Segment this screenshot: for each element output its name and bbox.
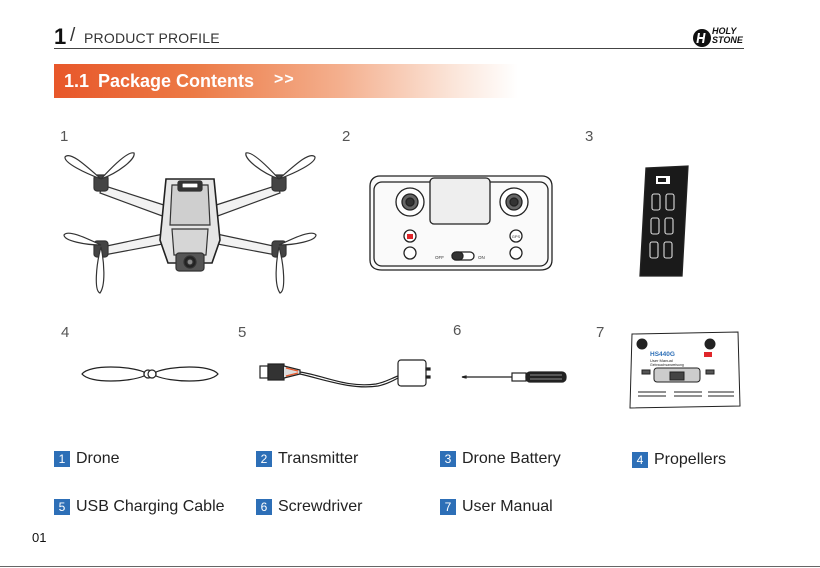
user-manual-illustration: HS440G User Manual Gebrauchsanweisung [626,330,744,410]
logo-mark-icon [692,28,712,48]
legend-label: Screwdriver [278,498,362,516]
legend-label: Drone [76,450,120,468]
banner-title: Package Contents [98,71,254,92]
legend-number-badge: 3 [440,451,456,467]
legend-number-badge: 4 [632,452,648,468]
legend-number-badge: 1 [54,451,70,467]
item-number-4: 4 [61,324,69,341]
holy-stone-logo: HOLY STONE [692,27,748,49]
legend-label: Transmitter [278,450,358,468]
legend-number-badge: 6 [256,499,272,515]
legend-label: Propellers [654,451,726,469]
banner-arrows: >> [274,71,295,89]
transmitter-off-label: OFF [435,255,444,260]
manual-model-text: HS440G [650,351,675,358]
legend-label: User Manual [462,498,553,516]
transmitter-on-label: ON [478,255,485,260]
transmitter-illustration: OFF ON GPS [368,170,554,275]
item-number-1: 1 [60,128,68,145]
page-number: 01 [32,530,46,545]
item-number-2: 2 [342,128,350,145]
drone-illustration [60,145,320,300]
section-banner: 1.1 Package Contents >> [54,64,518,98]
logo-line-stone: STONE [712,35,743,45]
footer-divider [0,566,820,567]
manual-subtitle-text: Gebrauchsanweisung [650,363,684,367]
legend-label: Drone Battery [462,450,561,468]
transmitter-gps-label: GPS [512,234,521,239]
item-number-7: 7 [596,324,604,341]
section-separator: / [70,25,75,47]
section-title: PRODUCT PROFILE [84,30,220,46]
legend-number-badge: 5 [54,499,70,515]
item-number-6: 6 [453,322,461,339]
page-header: 1 / PRODUCT PROFILE [54,24,744,50]
header-divider [54,48,744,49]
legend-number-badge: 2 [256,451,272,467]
propellers-illustration [80,360,220,388]
usb-cable-illustration [256,354,436,394]
section-number: 1 [54,24,66,50]
banner-number: 1.1 [64,71,89,92]
item-number-5: 5 [238,324,246,341]
screwdriver-illustration [460,370,570,384]
legend-number-badge: 7 [440,499,456,515]
item-number-3: 3 [585,128,593,145]
legend-label: USB Charging Cable [76,498,225,516]
battery-illustration [636,164,692,280]
